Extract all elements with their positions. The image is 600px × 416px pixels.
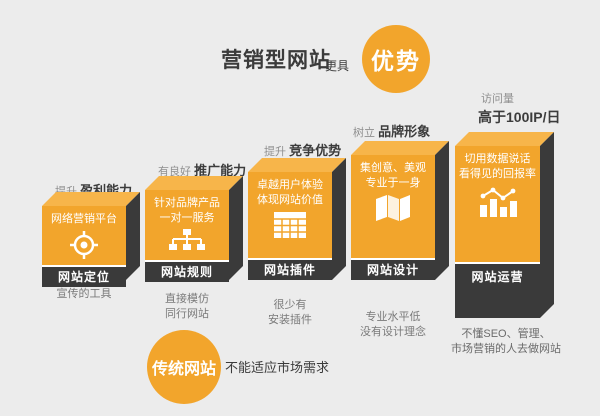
annotation-small-text: 提升 [264, 146, 286, 158]
drawback-line: 市场营销的人去做网站 [451, 343, 561, 355]
feature-line: 一对一服务 [159, 212, 215, 224]
page-subtitle: 更具 [325, 59, 350, 73]
drawback-line: 专业水平低 [365, 311, 421, 323]
drawback-line: 直接模仿 [165, 293, 209, 305]
pillar-side-face [332, 158, 346, 280]
pillar-band-label: 网站设计 [351, 258, 435, 280]
pillar-front-face: 切用数据说话 看得见的回报率 网站运营 [455, 146, 540, 318]
pillar-plugins: 卓越用户体验 体现网站价值 网站插件 [248, 158, 346, 280]
pillar-side-face [126, 192, 140, 280]
target-icon [67, 230, 101, 265]
drawback-text: 宣传的工具 [42, 287, 126, 302]
pillar-band-label: 网站插件 [248, 258, 332, 280]
drawback-line: 没有设计理念 [360, 326, 426, 338]
pillar-top-face [145, 176, 243, 190]
annotation-bold-text: 品牌形象 [378, 124, 431, 139]
pillar-band-label: 网站定位 [42, 265, 126, 287]
pillar-top-face [455, 132, 554, 146]
pillar-side-face [540, 132, 554, 318]
pillar-feature-text: 网络营销平台 [51, 212, 117, 227]
drawback-text: 专业水平低 没有设计理念 [341, 310, 445, 340]
advantage-badge: 优势 [362, 25, 430, 93]
bar-chart-icon [478, 185, 518, 222]
feature-line: 集创意、美观 [360, 162, 426, 174]
table-icon [273, 211, 307, 244]
pillar-side-face [435, 141, 449, 280]
feature-line: 专业于一身 [365, 177, 421, 189]
drawback-line: 宣传的工具 [56, 288, 112, 300]
drawback-text: 直接模仿 同行网站 [145, 292, 229, 322]
pillar-front-face: 针对品牌产品 一对一服务 网站规则 [145, 190, 229, 282]
map-icon [375, 194, 411, 227]
pillar-front-face: 卓越用户体验 体现网站价值 网站插件 [248, 172, 332, 280]
drawback-text: 不懂SEO、管理、 市场营销的人去做网站 [430, 327, 582, 357]
pillar-rules: 针对品牌产品 一对一服务 网站规则 [145, 176, 243, 282]
pillar-design: 集创意、美观 专业于一身 网站设计 [351, 141, 449, 280]
drawback-line: 很少有 [273, 299, 307, 311]
pillar-top-face [248, 158, 346, 172]
traditional-site-text: 不能适应市场需求 [225, 360, 330, 375]
pillar-positioning: 网络营销平台 网站定位 [42, 192, 140, 287]
pillar-top-face [351, 141, 449, 155]
pillar-feature-text: 针对品牌产品 一对一服务 [154, 196, 220, 226]
pillar-operation: 切用数据说话 看得见的回报率 网站运营 [455, 132, 554, 318]
pillar-front-face: 网络营销平台 网站定位 [42, 206, 126, 287]
traditional-site-badge: 传统网站 [147, 330, 221, 404]
annotation-competition: 提升 竞争优势 [264, 140, 341, 159]
pillar-top-face [42, 192, 140, 206]
feature-line: 切用数据说话 [464, 153, 531, 165]
drawback-line: 安装插件 [268, 314, 312, 326]
drawback-line: 不懂SEO、管理、 [461, 328, 551, 340]
annotation-bold-text: 高于100IP/日 [478, 109, 561, 125]
pillar-feature-text: 卓越用户体验 体现网站价值 [257, 178, 323, 208]
sitemap-icon [169, 229, 205, 260]
annotation-bold-text: 竞争优势 [289, 143, 342, 158]
drawback-line: 同行网站 [165, 308, 209, 320]
page-title: 营销型网站 [221, 49, 331, 72]
feature-line: 针对品牌产品 [154, 197, 220, 209]
annotation-traffic: 访问量 高于100IP/日 [478, 90, 560, 127]
pillar-feature-text: 切用数据说话 看得见的回报率 [459, 152, 536, 182]
feature-line: 网络营销平台 [51, 213, 117, 225]
annotation-small-text: 树立 [353, 127, 375, 139]
feature-line: 体现网站价值 [257, 194, 323, 206]
annotation-brand: 树立 品牌形象 [353, 121, 430, 140]
pillar-front-face: 集创意、美观 专业于一身 网站设计 [351, 155, 435, 280]
feature-line: 看得见的回报率 [459, 168, 536, 180]
pillar-band-label: 网站规则 [145, 260, 229, 282]
pillar-side-face [229, 176, 243, 280]
feature-line: 卓越用户体验 [257, 179, 323, 191]
drawback-text: 很少有 安装插件 [248, 298, 332, 328]
annotation-bold-text: 推广能力 [194, 163, 247, 178]
pillar-feature-text: 集创意、美观 专业于一身 [360, 161, 426, 191]
annotation-promotion: 有良好 推广能力 [158, 160, 246, 179]
annotation-small-text: 访问量 [481, 93, 514, 105]
pillar-band-label: 网站运营 [455, 262, 540, 318]
annotation-small-text: 有良好 [158, 166, 191, 178]
